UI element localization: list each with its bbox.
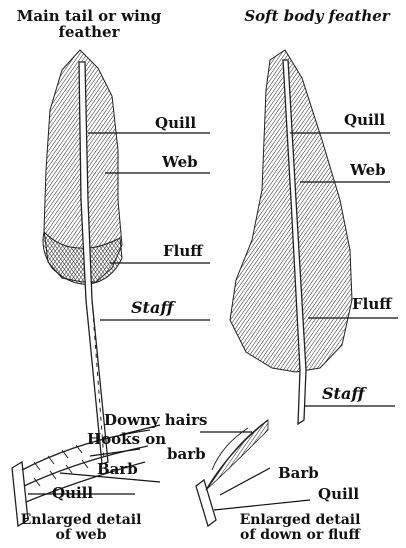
body-feather-title: Soft body feather — [232, 9, 402, 25]
main-feather-staff-label: Staff — [131, 300, 174, 316]
hooks-on-label: Hooks on — [87, 432, 166, 447]
hooks-barb-label: barb — [167, 447, 206, 462]
main-feather-quill-label: Quill — [155, 116, 196, 131]
downy-hairs-label: Downy hairs — [104, 413, 207, 428]
body-feather-fluff-label: Fluff — [352, 297, 392, 312]
web-barb-label: Barb — [97, 462, 138, 477]
body-feather-quill-label: Quill — [344, 113, 385, 128]
main-feather-web-label: Web — [162, 155, 198, 170]
body-feather-web-label: Web — [350, 163, 386, 178]
body-feather-staff-label: Staff — [322, 386, 365, 402]
down-detail-caption: Enlarged detail of down or fluff — [200, 513, 400, 542]
web-detail-caption: Enlarged detail of web — [6, 513, 156, 542]
main-feather-fluff-label: Fluff — [163, 244, 203, 259]
body-feather-illustration — [230, 50, 352, 424]
down-barb-label: Barb — [278, 466, 319, 481]
main-feather-title: Main tail or wing feather — [4, 9, 174, 41]
down-quill-label: Quill — [318, 487, 359, 502]
main-feather-illustration — [43, 50, 122, 464]
web-quill-label: Quill — [52, 486, 93, 501]
